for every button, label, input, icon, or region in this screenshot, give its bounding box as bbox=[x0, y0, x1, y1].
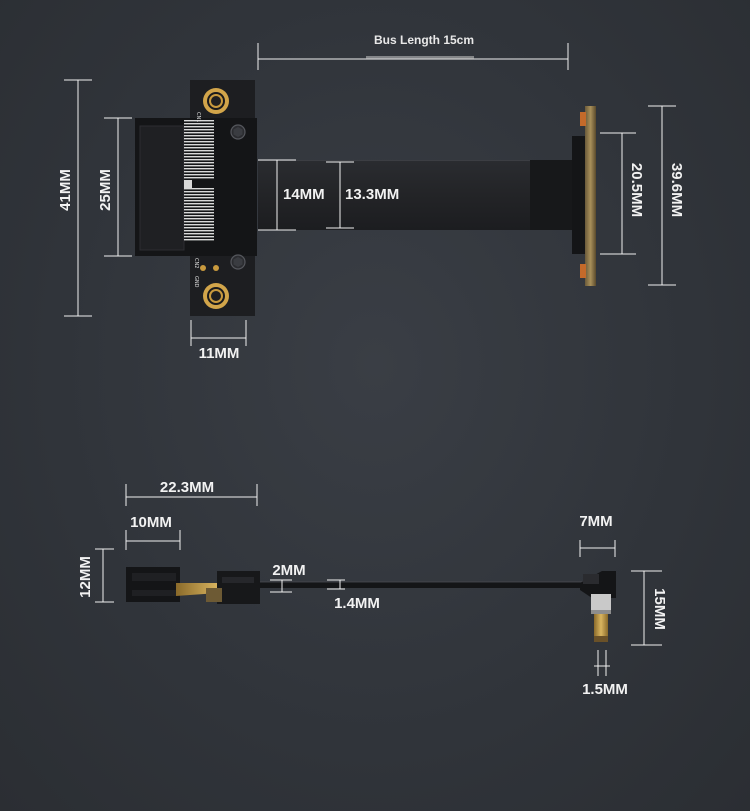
slot-pin bbox=[184, 168, 214, 170]
slot-pin bbox=[184, 218, 214, 220]
dim-cable-width-label: 14MM bbox=[283, 186, 325, 203]
slot-pin bbox=[184, 224, 214, 226]
screw-icon bbox=[230, 124, 246, 140]
slot-pin bbox=[184, 135, 214, 137]
slot-pin bbox=[184, 197, 214, 199]
dim-side-length-label: 22.3MM bbox=[160, 479, 214, 496]
slot-pin bbox=[184, 174, 214, 176]
silk-gnd: GND bbox=[193, 276, 199, 288]
dim-edge-height-label: 20.5MM bbox=[628, 163, 645, 217]
slot-pin bbox=[184, 153, 214, 155]
slot-pin bbox=[184, 126, 214, 128]
dim-edge-side-height: 15MM bbox=[631, 570, 668, 646]
slot-pin bbox=[184, 144, 214, 146]
mounting-hole-icon bbox=[203, 88, 229, 114]
dim-side-height: 12MM bbox=[77, 548, 114, 603]
slot-pin bbox=[184, 227, 214, 229]
bus-length-label: Bus Length 15cm bbox=[374, 33, 474, 47]
dim-edge-depth-label: 7MM bbox=[579, 513, 612, 530]
dim-cable-inner: 13.3MM bbox=[326, 161, 399, 229]
dim-side-gap: 2MM bbox=[270, 562, 306, 593]
dim-side-length: 22.3MM bbox=[125, 479, 258, 506]
pad-icon bbox=[213, 265, 219, 271]
dim-edge-height: 20.5MM bbox=[600, 132, 645, 255]
dim-height-total: 41MM bbox=[57, 79, 92, 317]
slot-pin bbox=[184, 120, 214, 122]
slot-pin bbox=[184, 188, 214, 190]
slot-pin bbox=[184, 177, 214, 179]
slot-pin bbox=[184, 236, 214, 238]
side-view: 22.3MM 10MM 12MM 2MM 1.4MM bbox=[77, 479, 668, 698]
slot-pin bbox=[184, 215, 214, 217]
slot-pin bbox=[184, 162, 214, 164]
side-edge-connector bbox=[580, 571, 616, 642]
slot-key bbox=[184, 180, 192, 188]
slot-pin bbox=[184, 206, 214, 208]
slot-pin bbox=[184, 123, 214, 125]
dim-edge-side-height-label: 15MM bbox=[651, 588, 668, 630]
dim-side-gap-label: 2MM bbox=[272, 562, 305, 579]
silk-cn2: CN2 bbox=[193, 258, 199, 268]
dim-side-height-label: 12MM bbox=[77, 556, 94, 598]
side-slot-connector bbox=[126, 567, 260, 604]
slot-pin bbox=[184, 239, 214, 241]
dim-side-slot-label: 10MM bbox=[130, 514, 172, 531]
bus-length-dimension: Bus Length 15cm bbox=[257, 33, 569, 70]
dim-cable-width: 14MM bbox=[258, 159, 325, 231]
slot-pin bbox=[184, 209, 214, 211]
edge-connector-top bbox=[530, 106, 596, 286]
dim-pcb-thickness: 1.5MM bbox=[582, 650, 628, 698]
slot-pin bbox=[184, 156, 214, 158]
dim-cable-thickness: 1.4MM bbox=[327, 579, 380, 612]
slot-pins bbox=[184, 120, 214, 241]
slot-pin bbox=[184, 194, 214, 196]
slot-pin bbox=[184, 159, 214, 161]
slot-pin bbox=[184, 138, 214, 140]
dim-board-width-label: 11MM bbox=[199, 345, 240, 362]
pad-icon bbox=[200, 265, 206, 271]
slot-pin bbox=[184, 233, 214, 235]
dim-height-total-label: 41MM bbox=[57, 169, 74, 211]
slot-pin bbox=[184, 171, 214, 173]
slot-pin bbox=[184, 212, 214, 214]
dim-pcb-thickness-label: 1.5MM bbox=[582, 681, 628, 698]
slot-pin bbox=[184, 221, 214, 223]
slot-board-top: CN1 CN2 GND bbox=[135, 80, 257, 316]
silk-cn1: CN1 bbox=[195, 112, 201, 122]
dim-board-width: 11MM bbox=[190, 320, 247, 362]
slot-pin bbox=[184, 230, 214, 232]
dim-cable-thickness-label: 1.4MM bbox=[334, 595, 380, 612]
dim-edge-depth: 7MM bbox=[579, 513, 616, 557]
ribbon-cable bbox=[258, 160, 538, 230]
slot-pin bbox=[184, 165, 214, 167]
dim-side-slot: 10MM bbox=[125, 514, 181, 550]
slot-pin bbox=[184, 203, 214, 205]
dim-slot-length: 25MM bbox=[97, 117, 132, 257]
side-cable bbox=[255, 581, 585, 588]
screw-icon bbox=[230, 254, 246, 270]
mounting-hole-icon bbox=[203, 283, 229, 309]
slot-pin bbox=[184, 191, 214, 193]
slot-pin bbox=[184, 147, 214, 149]
top-view: CN1 CN2 GND Bus Length 15cm 41MM 25MM bbox=[57, 33, 685, 362]
slot-pin bbox=[184, 132, 214, 134]
dim-edge-total-label: 39.6MM bbox=[668, 163, 685, 217]
dim-slot-length-label: 25MM bbox=[97, 169, 114, 211]
slot-pin bbox=[184, 129, 214, 131]
dim-edge-total: 39.6MM bbox=[648, 105, 685, 286]
dim-cable-inner-label: 13.3MM bbox=[345, 186, 399, 203]
slot-pin bbox=[184, 150, 214, 152]
slot-pin bbox=[184, 200, 214, 202]
slot-pin bbox=[184, 141, 214, 143]
